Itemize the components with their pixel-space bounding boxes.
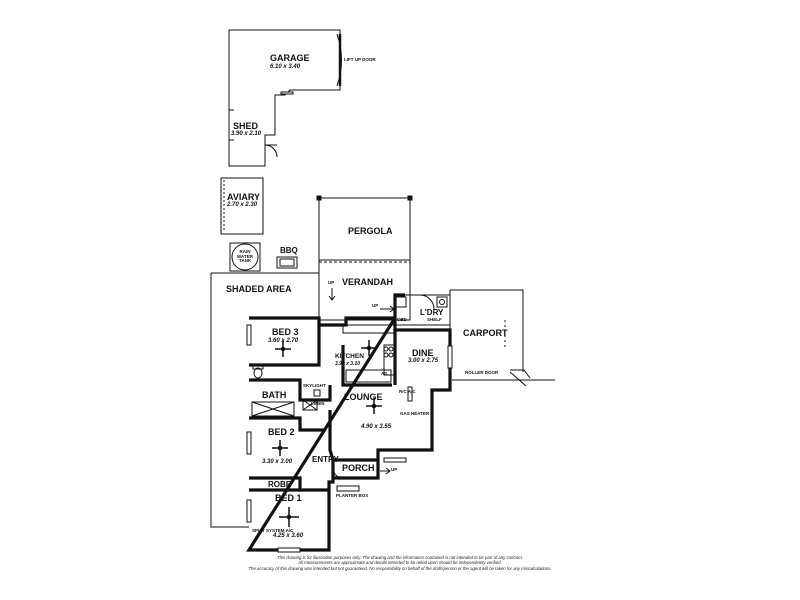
bed2-wall	[249, 416, 325, 432]
house-outer-wall	[246, 293, 452, 552]
verandah-label: VERANDAH	[342, 277, 394, 287]
garage-lift-door	[336, 33, 342, 87]
up-label-porch: UP	[391, 467, 398, 472]
rain-water-tank-label: RAIN WATER TANK	[237, 249, 253, 264]
entry-label: ENTRY	[312, 455, 339, 464]
shaded-area-label: SHADED AREA	[226, 284, 292, 294]
gas-heater-label: GAS HEATER	[400, 411, 430, 416]
fan-bed1-icon	[279, 507, 299, 527]
bbq-label: BBQ	[280, 246, 298, 255]
cbd-label: CBD	[397, 317, 407, 322]
garage-label: GARAGE	[270, 53, 310, 63]
kitchen-label: KITCHEN	[335, 353, 364, 360]
porch-label: PORCH	[342, 463, 375, 473]
rc-ac-label: R/C A/C	[399, 389, 416, 394]
split-system-label: SPLIT SYSTEM A/C	[252, 528, 294, 533]
linen-label: LINEN	[311, 401, 325, 406]
bbq	[276, 256, 298, 269]
shed-label: SHED	[233, 121, 259, 131]
shelf-label: SHELF	[427, 317, 442, 322]
roller-door-label: ROLLER DOOR	[465, 370, 499, 375]
lift-up-door-label: LIFT UP DOOR	[344, 57, 376, 62]
fan-lounge-icon	[366, 398, 382, 414]
disclaimer-line3: The accuracy of this drawing was intende…	[248, 565, 552, 571]
dine-dims: 3.00 x 2.75	[408, 358, 439, 364]
porch-wall	[333, 460, 380, 480]
as-label: AS	[381, 371, 388, 376]
bed2-dims: 3.30 x 3.00	[262, 459, 293, 465]
bath-wall	[249, 378, 332, 402]
bed3-wall	[249, 325, 321, 367]
carport-label: CARPORT	[463, 328, 508, 338]
bed2-label: BED 2	[268, 427, 295, 437]
shaded-area-outline	[210, 272, 319, 528]
up-label-verandah: UP	[328, 280, 335, 285]
fan-bed3-icon	[275, 341, 291, 357]
dine-label: DINE	[412, 348, 434, 358]
laundry-label: L'DRY	[420, 308, 444, 317]
lounge-label: LOUNGE	[344, 392, 383, 402]
aviary-label: AVIARY	[227, 192, 261, 202]
kitchen-dims: 3.90 x 3.10	[335, 361, 361, 367]
ceiling-fans	[272, 340, 382, 527]
planter-box-label: PLANTER BOX	[336, 493, 369, 498]
rain-water-tank	[229, 242, 261, 272]
robe-wall	[249, 476, 329, 492]
robe-label: ROBE	[268, 480, 292, 489]
bed3-dims: 3.60 x 2.70	[268, 338, 299, 344]
bed3-label: BED 3	[272, 327, 299, 337]
aviary-wall	[220, 177, 264, 235]
bed1-dims: 4.25 x 3.60	[273, 533, 304, 539]
lounge-wall	[328, 410, 335, 461]
fan-kitchen-icon	[361, 340, 377, 356]
up-label-laundry: UP	[372, 303, 379, 308]
garage-dims: 6.10 x 3.40	[270, 64, 301, 70]
skylight-label: SKYLIGHT	[303, 383, 326, 388]
kitchen-wall	[341, 345, 392, 387]
fan-bed2-icon	[272, 440, 288, 456]
bath-label: BATH	[262, 390, 287, 400]
disclaimer-line1: This drawing is for illustration purpose…	[277, 555, 523, 560]
disclaimer-line2: All measurements are approximate and det…	[298, 560, 502, 566]
shed-door	[264, 144, 278, 158]
disclaimer: This drawing is for illustration purpose…	[150, 555, 650, 571]
aviary-dims: 2.70 x 2.30	[227, 202, 258, 208]
lounge-dims: 4.90 x 3.55	[361, 424, 392, 430]
bed1-label: BED 1	[275, 493, 302, 503]
garage-wall	[228, 29, 341, 167]
verandah-outline	[318, 259, 411, 321]
shed-dims: 3.90 x 2.10	[231, 131, 262, 137]
pergola-label: PERGOLA	[348, 226, 393, 236]
